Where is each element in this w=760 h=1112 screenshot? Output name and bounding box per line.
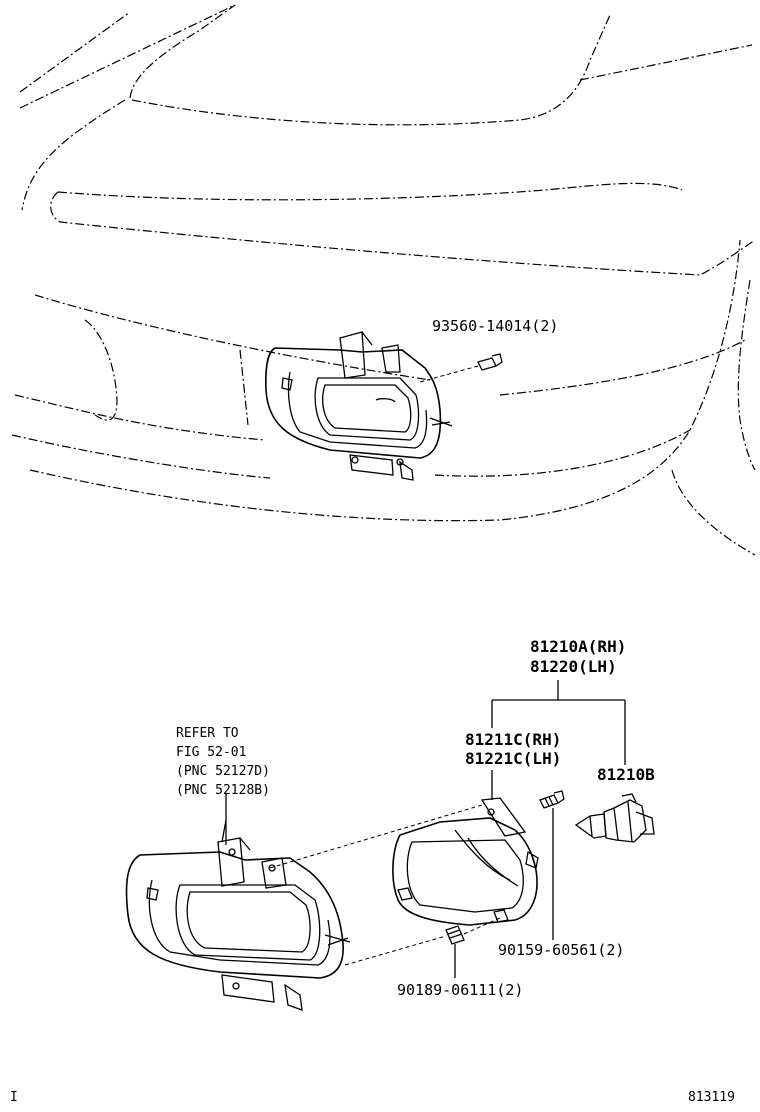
bulb-81210b-icon (574, 793, 655, 843)
label-screw-90159: 90159-60561(2) (498, 941, 624, 959)
label-refer-pnc-1: (PNC 52127D) (176, 764, 270, 779)
bumper-outline (11, 4, 756, 556)
bolt-93560-icon (419, 353, 503, 383)
nut-90189-icon (445, 925, 465, 945)
label-refer-to: REFER TO (176, 726, 239, 741)
label-refer-fig: FIG 52-01 (176, 745, 246, 760)
fog-lamp-unit-exploded (392, 797, 539, 926)
label-corner-left: I (10, 1090, 18, 1105)
label-refer-pnc-2: (PNC 52128B) (176, 783, 270, 798)
label-bolt-93560: 93560-14014(2) (432, 317, 558, 335)
label-assy-lh: 81220(LH) (530, 657, 617, 676)
leader-lines (225, 680, 626, 978)
label-unit-rh: 81211C(RH) (465, 730, 561, 749)
bracket-exploded (125, 819, 351, 1011)
label-assy-rh: 81210A(RH) (530, 637, 626, 656)
assembly-guide-lines (269, 804, 501, 966)
label-figure-number: 813119 (688, 1090, 735, 1105)
label-bulb-81210b: 81210B (597, 765, 655, 784)
label-unit-lh: 81221C(LH) (465, 749, 561, 768)
installed-fog-lamp-bracket (265, 331, 453, 481)
screw-90159-icon (539, 790, 565, 809)
label-nut-90189: 90189-06111(2) (397, 981, 523, 999)
